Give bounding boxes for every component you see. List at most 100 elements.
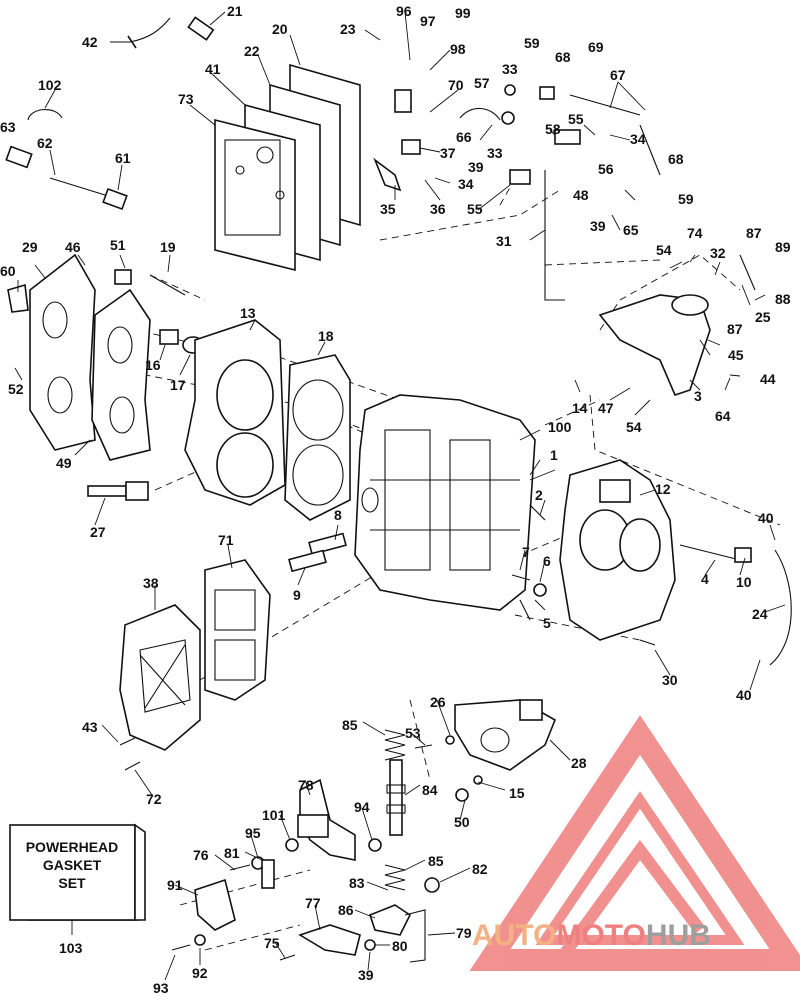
part-label: 3: [694, 388, 702, 404]
part-label: 57: [474, 75, 490, 91]
leader-lines: [14, 11, 786, 981]
part-label: 99: [455, 5, 471, 21]
part-label: 42: [82, 34, 98, 50]
part-label: 55: [568, 111, 584, 127]
part-label: 10: [736, 574, 752, 590]
thermostat-parts: [7, 269, 204, 354]
part-label: 80: [392, 938, 408, 954]
part-label: 93: [153, 980, 169, 996]
part-label: 2: [535, 487, 543, 503]
part-label: 89: [775, 239, 791, 255]
part-label: 77: [305, 895, 321, 911]
part-label: 46: [65, 239, 81, 255]
part-label: 19: [160, 239, 176, 255]
part-label: 25: [755, 309, 771, 325]
part-label: 22: [244, 43, 260, 59]
part-label: 37: [440, 145, 456, 161]
intake-gasket-71: [204, 559, 271, 701]
part-label: 38: [143, 575, 159, 591]
part-label: 54: [626, 419, 642, 435]
part-label: 62: [37, 135, 53, 151]
part-label: 13: [240, 305, 256, 321]
part-label: 17: [170, 377, 186, 393]
part-label: 70: [448, 77, 464, 93]
part-label: 39: [468, 159, 484, 175]
part-label: 41: [205, 61, 221, 77]
dowel-pins: [288, 532, 347, 573]
bracket-78: [297, 778, 356, 861]
part-label: 66: [456, 129, 472, 145]
part-label: 39: [590, 218, 606, 234]
part-label: 79: [456, 925, 472, 941]
part-label: 92: [192, 965, 208, 981]
part-label: 48: [573, 187, 589, 203]
part-label: 30: [662, 672, 678, 688]
part-label: 75: [264, 935, 280, 951]
part-label: 103: [59, 940, 83, 956]
head-gasket-18: [284, 354, 351, 521]
part-label: 82: [472, 861, 488, 877]
cylinder-head-13: [184, 319, 286, 506]
part-label: 94: [354, 799, 370, 815]
part-label: 78: [298, 777, 314, 793]
part-label: 18: [318, 328, 334, 344]
sensor-63-62-61: [5, 145, 128, 211]
part-label: 40: [758, 510, 774, 526]
small-parts-2-5-6-7: [511, 504, 547, 621]
gasket-box-line3: SET: [58, 875, 86, 891]
part-label: 4: [701, 571, 709, 587]
part-label: 85: [342, 717, 358, 733]
part-label: 68: [555, 49, 571, 65]
part-label: 60: [0, 263, 16, 279]
part-label: 33: [502, 61, 518, 77]
part-label: 43: [82, 719, 98, 735]
hose-42: [127, 17, 171, 49]
part-number-labels: 21 96 97 99 42 20 23 98 59 68 69 67 102 …: [0, 3, 791, 996]
part-label: 23: [340, 21, 356, 37]
part-label: 53: [405, 725, 421, 741]
part-label: 81: [224, 845, 240, 861]
part-label: 101: [262, 807, 286, 823]
part-label: 97: [420, 13, 436, 29]
part-label: 98: [450, 41, 466, 57]
part-label: 47: [598, 400, 614, 416]
part-label: 34: [458, 176, 474, 192]
exhaust-cover-46: [29, 253, 96, 451]
part-label: 31: [496, 233, 512, 249]
cylinder-block-100: [354, 394, 536, 611]
part-label: 12: [655, 481, 671, 497]
part-label: 68: [668, 151, 684, 167]
part-label: 69: [588, 39, 604, 55]
part-label: 74: [687, 225, 703, 241]
part-label: 27: [90, 524, 106, 540]
part-label: 58: [545, 121, 561, 137]
part-label: 33: [487, 145, 503, 161]
part-label: 61: [115, 150, 131, 166]
part-label: 51: [110, 237, 126, 253]
part-label: 65: [623, 222, 639, 238]
crankcase-1: [559, 459, 676, 641]
rod-84: [386, 759, 406, 836]
part-label: 59: [678, 191, 694, 207]
part-label: 29: [22, 239, 38, 255]
part-label: 72: [146, 791, 162, 807]
part-label: 44: [760, 371, 776, 387]
spark-plug-27: [87, 481, 149, 501]
watermark-hub: HUB: [646, 919, 711, 952]
part-label: 28: [571, 755, 587, 771]
part-label: 24: [752, 606, 768, 622]
part-label: 84: [422, 782, 438, 798]
part-label: 87: [727, 321, 743, 337]
bracket-91: [194, 878, 236, 931]
part-label: 7: [522, 544, 530, 560]
watermark-logo: [469, 715, 800, 971]
part-label: 100: [548, 419, 572, 435]
part-label: 76: [193, 847, 209, 863]
part-label: 63: [0, 119, 16, 135]
part-label: 73: [178, 91, 194, 107]
fitting-21: [187, 16, 215, 41]
bracket-45: [598, 254, 756, 396]
exhaust-gasket-49: [91, 288, 151, 461]
part-label: 32: [710, 245, 726, 261]
